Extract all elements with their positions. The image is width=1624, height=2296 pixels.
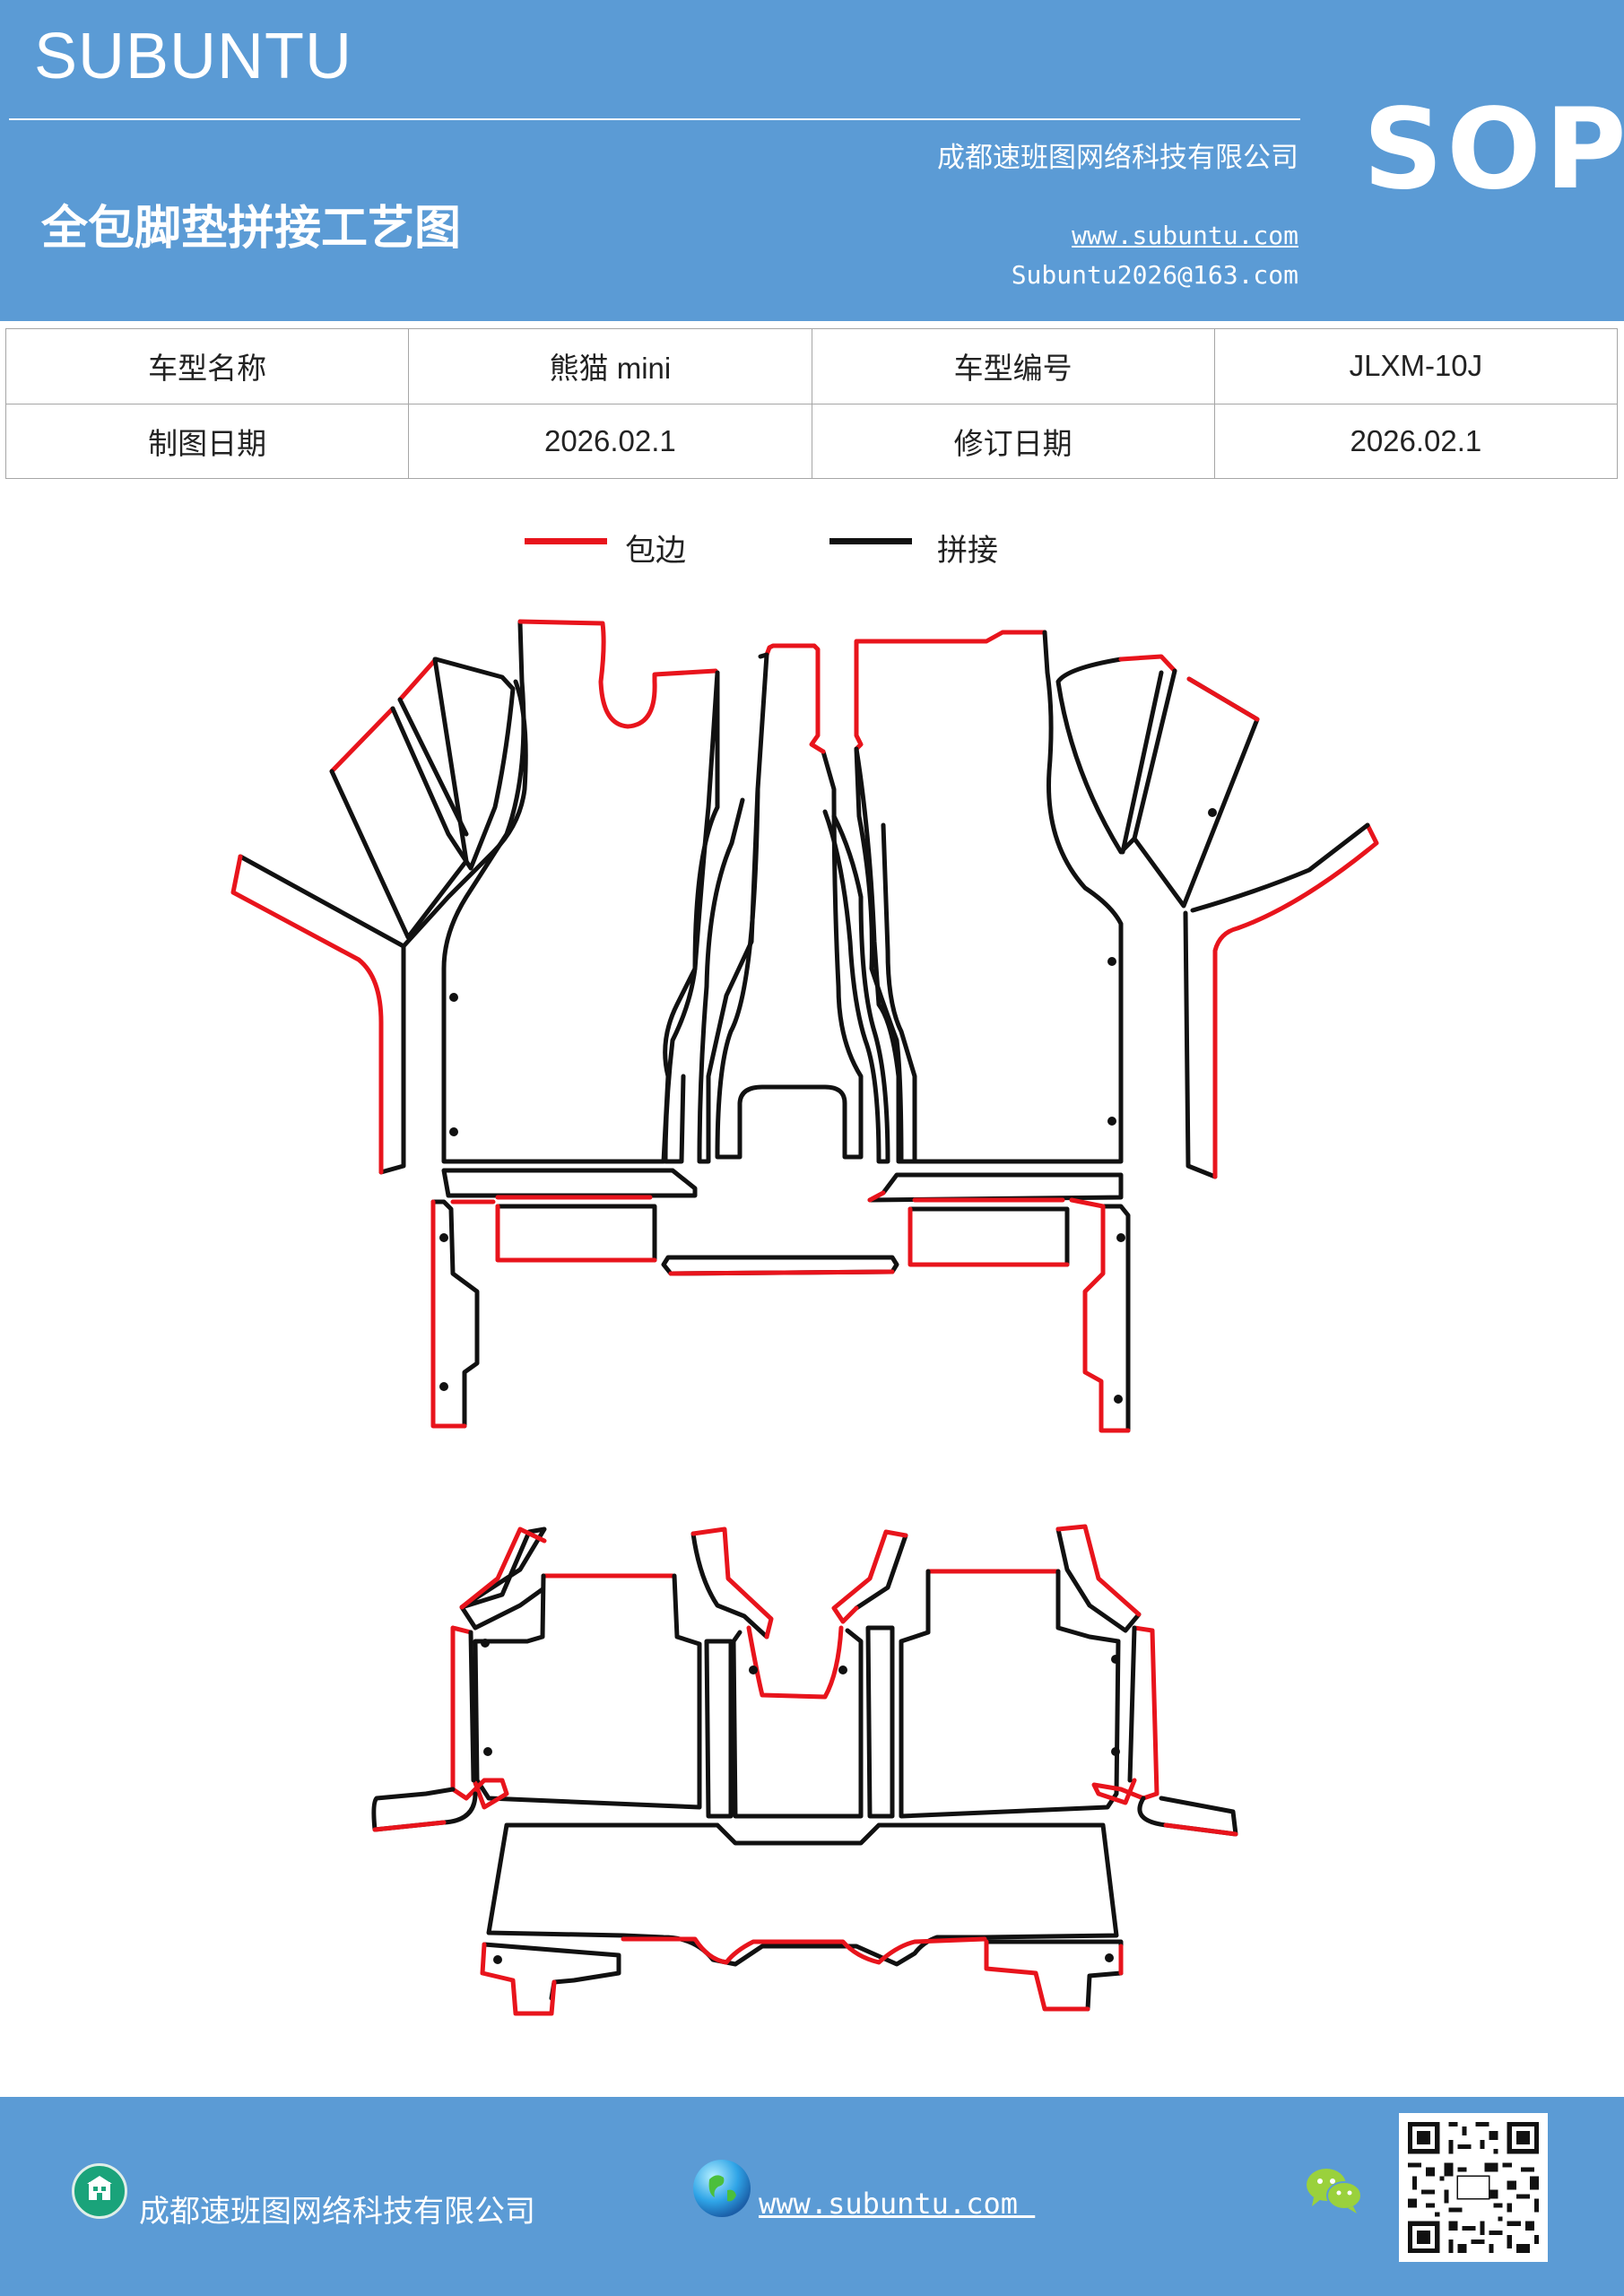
cell-value: JLXM-10J (1213, 328, 1619, 404)
email-address: Subuntu2026@163.com (1011, 260, 1298, 290)
rear-right-seat-panel (899, 1569, 1121, 1819)
front-right-pillar (1183, 822, 1379, 1179)
footer-banner: 成都速班图网络科技有限公司 www.subuntu.com (0, 2097, 1624, 2296)
front-left-main-panel (441, 619, 720, 1164)
sop-badge: SOP (1363, 85, 1624, 214)
rear-left-side (371, 1625, 509, 1832)
vehicle-info-table: 车型名称 熊猫 mini 车型编号 JLXM-10J 制图日期 2026.02.… (4, 328, 1619, 479)
cell-value: 熊猫 mini (408, 328, 812, 404)
front-left-pillar (230, 679, 528, 1175)
wechat-icon[interactable] (1305, 2165, 1364, 2215)
legend-swatch-red (525, 538, 607, 544)
fastener-dots (439, 808, 1217, 1964)
front-left-side-strip (430, 1199, 496, 1429)
front-right-main-panel (854, 630, 1124, 1164)
front-center-tunnel (715, 643, 864, 1160)
rear-upper-wings (459, 1524, 1142, 1639)
footer-company-name: 成都速班图网络科技有限公司 (139, 2194, 535, 2230)
legend-label-seam: 拼接 (937, 533, 998, 569)
table-row: 车型名称 熊猫 mini 车型编号 JLXM-10J (4, 328, 1619, 404)
rear-right-side (1091, 1625, 1238, 1837)
footer-website-link[interactable]: www.subuntu.com (759, 2187, 1036, 2221)
header-divider (9, 118, 1300, 120)
front-right-side-wedges (1055, 654, 1260, 909)
cell-value: 2026.02.1 (408, 403, 812, 479)
front-left-side-wedges (329, 657, 516, 940)
document-title: 全包脚垫拼接工艺图 (41, 201, 462, 256)
front-bottom-strips (441, 1168, 1124, 1276)
table-row: 制图日期 2026.02.1 修订日期 2026.02.1 (4, 403, 1619, 479)
cell-value: 2026.02.1 (1213, 403, 1619, 479)
front-right-side-strip (1069, 1197, 1131, 1433)
legend-swatch-black (829, 538, 912, 544)
cell-label: 车型名称 (4, 328, 410, 404)
front-lower-rectangles (495, 1195, 1070, 1267)
front-left-seam-strips (663, 670, 760, 1164)
floor-mat-diagram (230, 619, 1379, 2016)
legend: 包边 拼接 (525, 526, 1027, 570)
qr-code[interactable] (1399, 2113, 1548, 2262)
cell-label: 修订日期 (811, 403, 1215, 479)
company-name: 成都速班图网络科技有限公司 (937, 142, 1298, 174)
cell-label: 制图日期 (4, 403, 410, 479)
globe-icon (693, 2160, 751, 2217)
building-icon (72, 2163, 127, 2219)
brand-name: SUBUNTU (34, 21, 353, 92)
cell-label: 车型编号 (811, 328, 1215, 404)
rear-lower-panel (480, 1822, 1124, 2016)
legend-label-edge: 包边 (625, 533, 686, 569)
rear-center-panel (704, 1625, 895, 1819)
rear-left-seat-panel (473, 1573, 702, 1810)
header-banner: SUBUNTU 成都速班图网络科技有限公司 全包脚垫拼接工艺图 www.subu… (0, 0, 1624, 321)
website-link[interactable]: www.subuntu.com (1072, 221, 1298, 250)
